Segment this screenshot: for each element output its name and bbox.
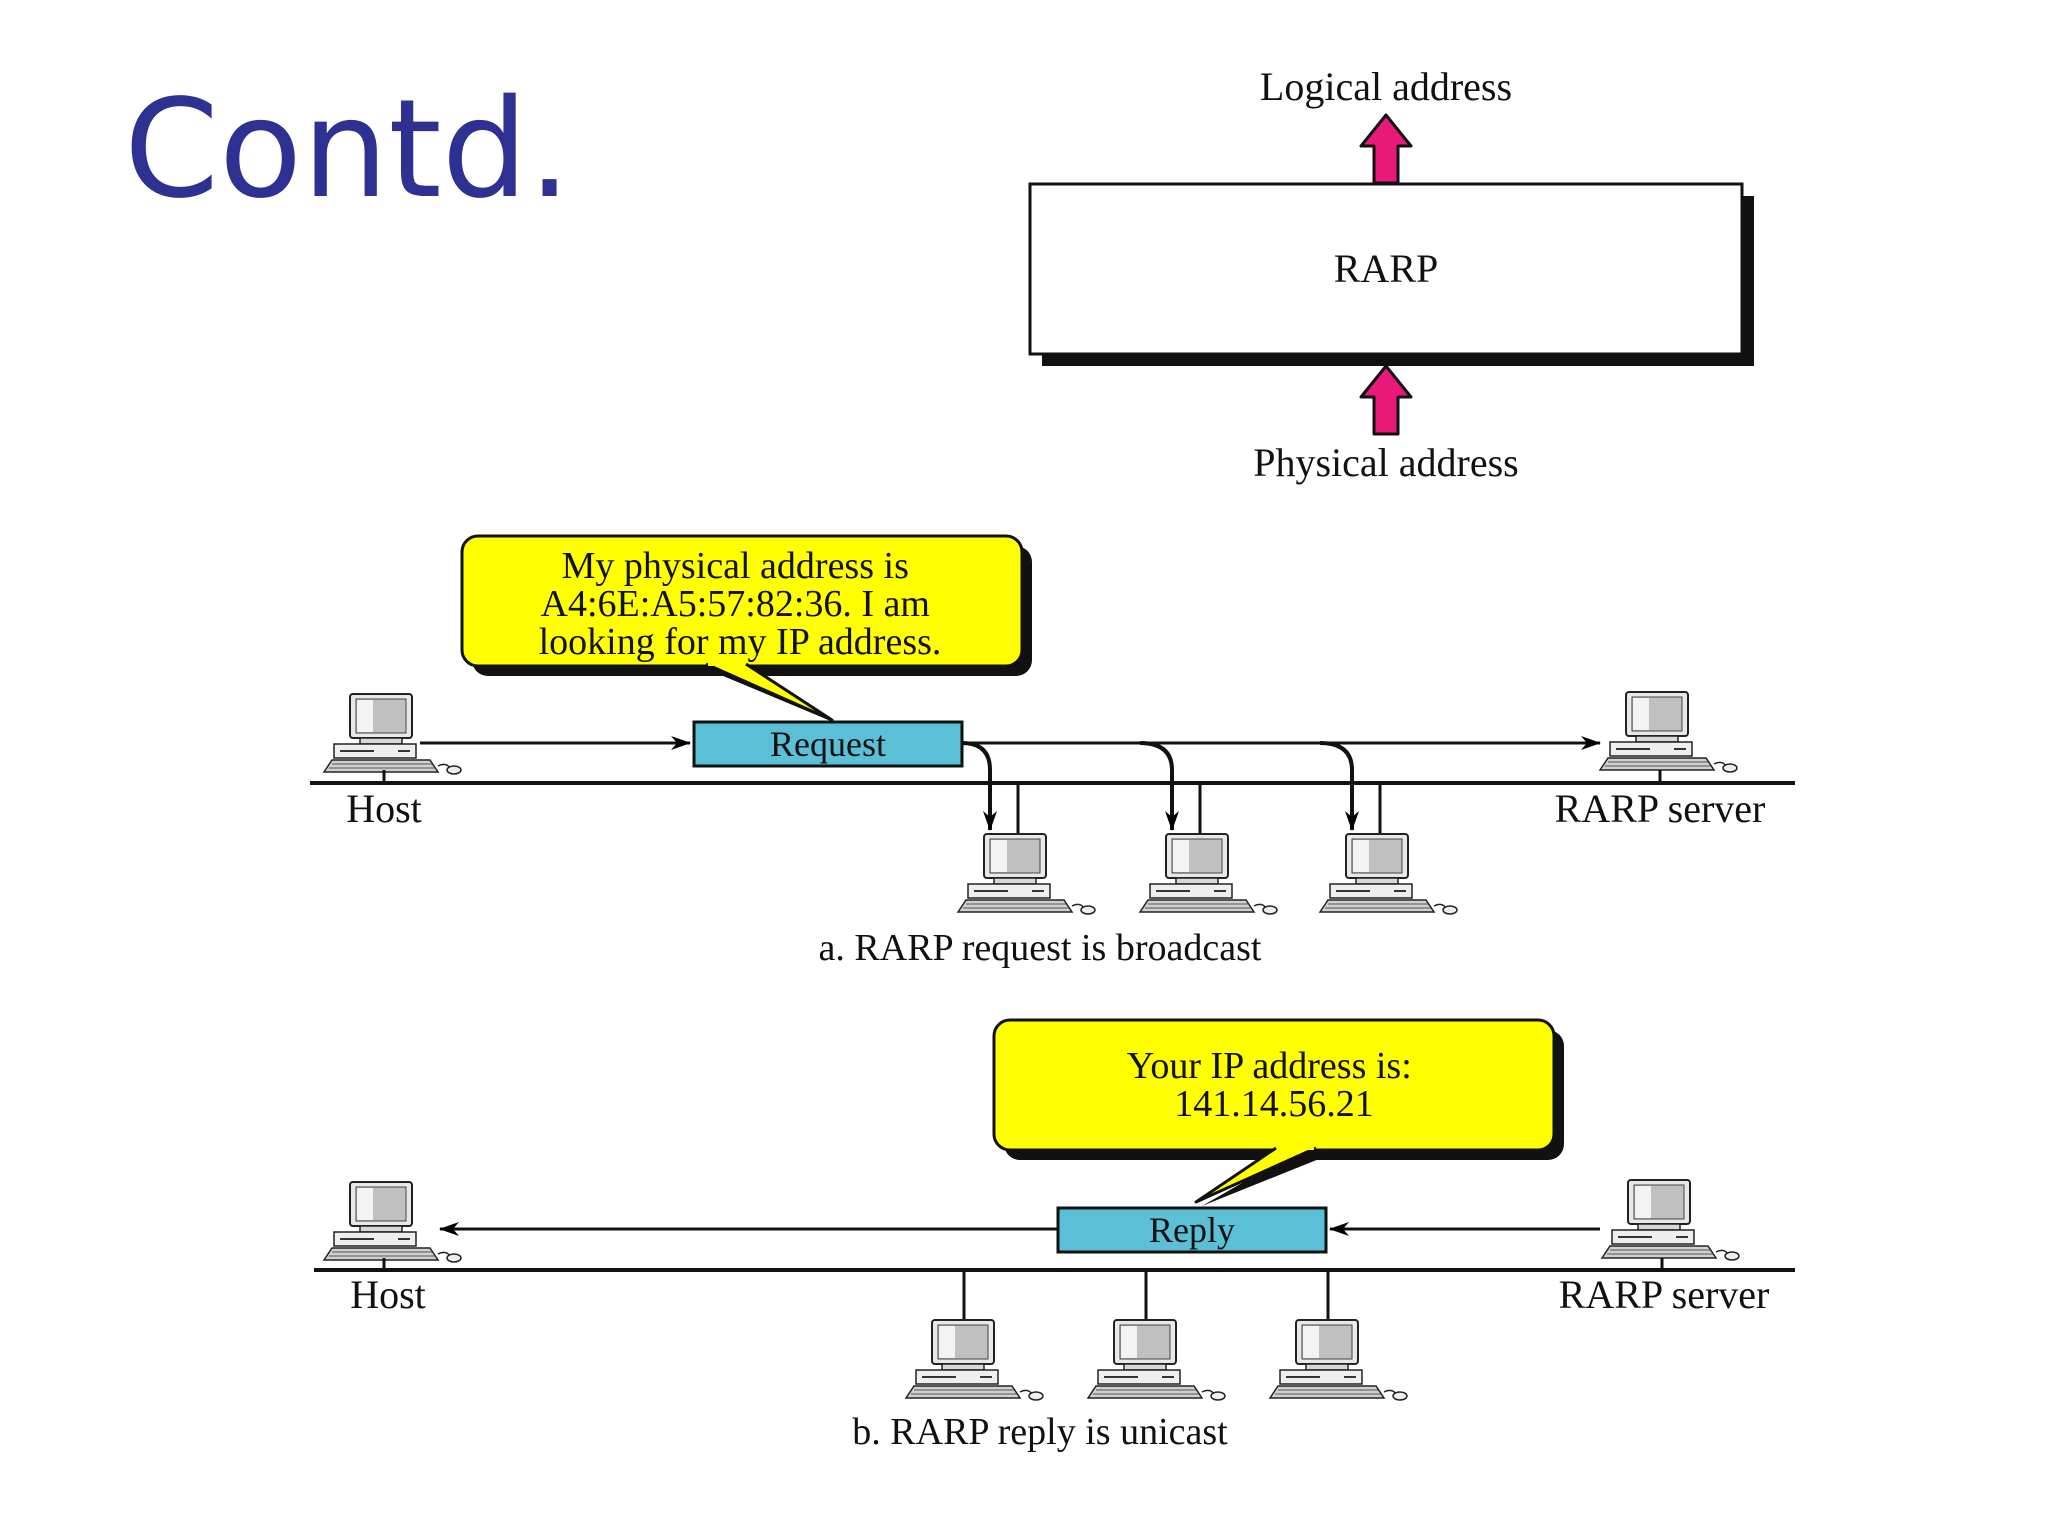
request-bubble-line-2: A4:6E:A5:57:82:36. I am: [541, 583, 930, 625]
reply-server-computer-icon: [1601, 1179, 1740, 1261]
reply-bubble-line-1: Your IP address is:: [1127, 1045, 1412, 1087]
request-bubble-line-3: looking for my IP address.: [539, 621, 942, 663]
request-message-label: Request: [770, 724, 886, 764]
reply-host-computer-icon: [323, 1181, 462, 1263]
panel-request-broadcast: My physical address is A4:6E:A5:57:82:36…: [310, 534, 1795, 969]
reply-speech-bubble: Your IP address is: 141.14.56.21: [992, 1018, 1564, 1206]
reply-bubble-line-2: 141.14.56.21: [1174, 1083, 1374, 1125]
rarp-box: [1028, 182, 1744, 356]
request-caption: a. RARP request is broadcast: [819, 927, 1262, 969]
request-server-label: RARP server: [1555, 786, 1766, 831]
rarp-block: Logical address RARP Physical address: [1028, 64, 1754, 485]
request-bubble-line-1: My physical address is: [562, 545, 909, 587]
reply-host-label: Host: [350, 1272, 426, 1317]
slide-title: Contd.: [124, 71, 572, 229]
reply-message-label: Reply: [1149, 1210, 1235, 1250]
panel-reply-unicast: Your IP address is: 141.14.56.21 Host RA…: [314, 1018, 1795, 1453]
reply-message-box: Reply: [1056, 1206, 1328, 1254]
request-station-1-computer-icon: [957, 833, 1096, 915]
request-host-label: Host: [346, 786, 422, 831]
svg-text:Your IP address is: 14: Your IP address is: 141.14.56.21: [1127, 1045, 1422, 1125]
logical-address-label: Logical address: [1260, 64, 1512, 109]
physical-address-arrow-icon: [1359, 364, 1413, 436]
request-message-box: Request: [692, 720, 964, 768]
request-station-3-computer-icon: [1319, 833, 1458, 915]
svg-text:My physical address is: My physical address is A4:6E:A5:57:82:36…: [539, 545, 942, 663]
rarp-box-label: RARP: [1334, 246, 1439, 291]
request-speech-bubble: My physical address is A4:6E:A5:57:82:36…: [460, 534, 1032, 724]
reply-station-1-computer-icon: [905, 1319, 1044, 1401]
logical-address-arrow-icon: [1359, 113, 1413, 185]
request-station-2-computer-icon: [1139, 833, 1278, 915]
reply-station-3-computer-icon: [1269, 1319, 1408, 1401]
physical-address-label: Physical address: [1253, 440, 1519, 485]
reply-server-label: RARP server: [1559, 1272, 1770, 1317]
reply-caption: b. RARP reply is unicast: [852, 1411, 1228, 1453]
request-server-computer-icon: [1599, 691, 1738, 773]
request-host-computer-icon: [323, 693, 462, 775]
reply-station-2-computer-icon: [1087, 1319, 1226, 1401]
